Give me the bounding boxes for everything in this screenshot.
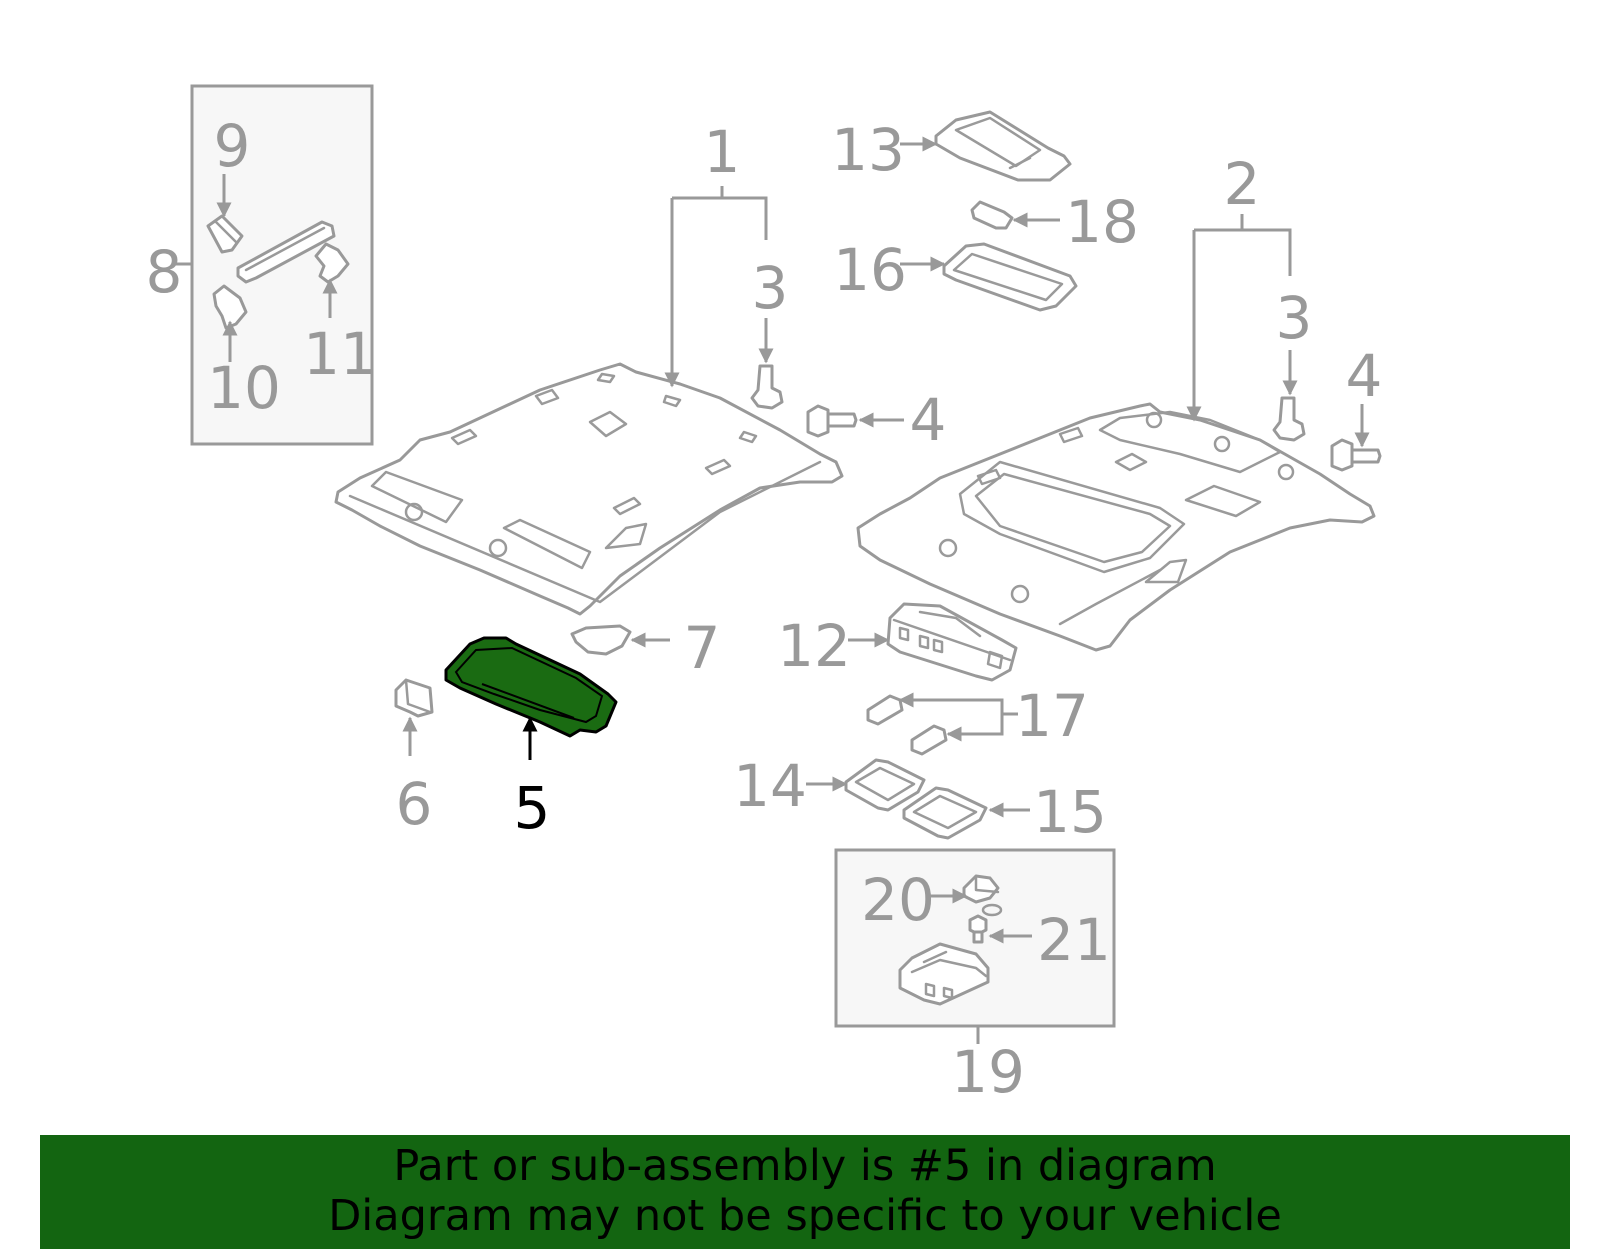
callout-14: 14 — [733, 752, 807, 820]
callout-12: 12 — [777, 612, 851, 680]
callout-20: 20 — [861, 866, 935, 934]
holder-6 — [394, 678, 434, 718]
lens-16 — [942, 242, 1078, 312]
info-banner: Part or sub-assembly is #5 in diagram Di… — [40, 1135, 1570, 1249]
screw-4-left — [806, 404, 858, 438]
callout-16: 16 — [833, 236, 907, 304]
lamp-cover-13 — [934, 110, 1072, 182]
callout-5: 5 — [514, 774, 551, 842]
headliner-1 — [334, 362, 844, 616]
sun-visor-5 — [444, 636, 618, 738]
callout-4-left: 4 — [910, 386, 947, 454]
callout-1: 1 — [704, 118, 741, 186]
callout-21: 21 — [1037, 906, 1111, 974]
grab-handle — [236, 220, 336, 284]
callout-13: 13 — [831, 116, 905, 184]
callout-2: 2 — [1224, 150, 1261, 218]
callout-4-right: 4 — [1346, 342, 1383, 410]
callout-18: 18 — [1065, 188, 1139, 256]
handle-cap-9 — [206, 214, 244, 254]
bulb-17-b — [910, 724, 948, 756]
screw-4-right — [1330, 438, 1382, 472]
callout-7: 7 — [684, 614, 721, 682]
banner-line-2: Diagram may not be specific to your vehi… — [328, 1191, 1282, 1241]
clip-3-right — [1272, 396, 1306, 442]
callout-3-right: 3 — [1276, 284, 1313, 352]
lens-15 — [902, 786, 988, 840]
bulb-17-a — [866, 694, 904, 726]
callout-17: 17 — [1015, 682, 1089, 750]
callout-9: 9 — [214, 112, 251, 180]
clip-3-left — [750, 364, 784, 410]
lens-14 — [844, 758, 926, 812]
callout-11: 11 — [303, 320, 377, 388]
callout-3-left: 3 — [752, 254, 789, 322]
callout-15: 15 — [1033, 778, 1107, 846]
banner-line-1: Part or sub-assembly is #5 in diagram — [393, 1141, 1217, 1191]
bulb-18 — [970, 200, 1014, 230]
lamp-housing — [898, 942, 990, 1006]
callout-6: 6 — [396, 770, 433, 838]
callout-19: 19 — [951, 1038, 1025, 1106]
headliner-2 — [856, 402, 1376, 652]
callout-10: 10 — [207, 354, 281, 422]
callout-8: 8 — [146, 238, 183, 306]
handle-clip-11 — [314, 242, 350, 284]
washer — [981, 903, 1003, 917]
map-lamp-12 — [886, 602, 1018, 682]
cover-7 — [570, 624, 632, 656]
screw-21 — [968, 914, 988, 944]
